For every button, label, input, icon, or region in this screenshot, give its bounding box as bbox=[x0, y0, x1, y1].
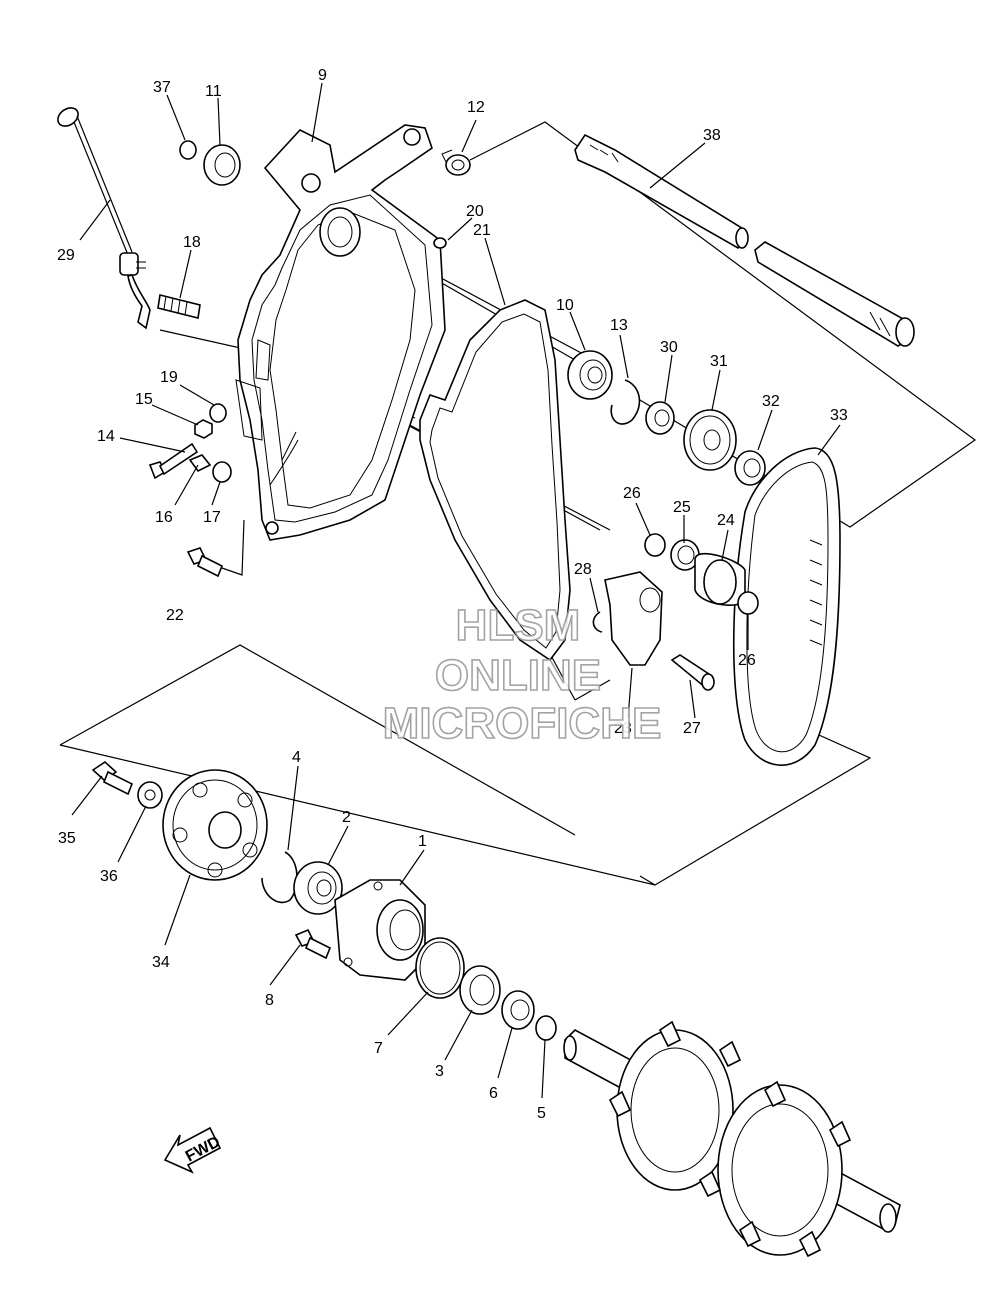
callout-22: 22 bbox=[166, 607, 184, 624]
part-28-circlip bbox=[592, 611, 603, 633]
part-29-dipstick bbox=[57, 107, 151, 330]
part-22-bolt bbox=[186, 519, 245, 578]
callout-31: 31 bbox=[710, 353, 728, 370]
part-9-chaincase-housing bbox=[235, 124, 446, 541]
reference-frame-lower bbox=[59, 644, 872, 886]
callout-21: 21 bbox=[473, 222, 491, 239]
part-17-collar bbox=[212, 461, 232, 483]
callout-30: 30 bbox=[660, 339, 678, 356]
callout-1: 1 bbox=[418, 833, 427, 850]
part-24-roller bbox=[694, 552, 746, 606]
part-1-bearing-housing bbox=[334, 879, 426, 981]
part-38-shaft bbox=[574, 133, 915, 347]
callout-27: 27 bbox=[683, 720, 701, 737]
part-25-needle-bearing bbox=[670, 539, 700, 571]
part-26-washer-b bbox=[737, 591, 759, 615]
callout-8: 8 bbox=[265, 992, 274, 1009]
part-5-o-ring bbox=[535, 1015, 557, 1041]
callout-labels: 37 11 9 12 38 20 21 18 29 10 13 30 31 32… bbox=[57, 67, 848, 1122]
part-31-sprocket bbox=[683, 409, 737, 471]
part-4-circlip bbox=[261, 851, 298, 904]
part-23-tensioner-arm bbox=[604, 571, 663, 666]
callout-19: 19 bbox=[160, 369, 178, 386]
callout-35: 35 bbox=[58, 830, 76, 847]
callout-15: 15 bbox=[135, 391, 153, 408]
part-6-collar bbox=[501, 990, 535, 1030]
callout-9: 9 bbox=[318, 67, 327, 84]
part-21-gasket bbox=[419, 299, 571, 662]
part-20-dowel bbox=[433, 237, 447, 249]
watermark-line-3: MICROFICHE bbox=[383, 699, 662, 748]
callout-24: 24 bbox=[717, 512, 735, 529]
part-33-chain bbox=[732, 447, 841, 766]
part-36-washer bbox=[137, 781, 163, 809]
callout-18: 18 bbox=[183, 234, 201, 251]
part-2-bearing bbox=[293, 861, 343, 915]
callout-25: 25 bbox=[673, 499, 691, 516]
part-30-collar bbox=[645, 401, 675, 435]
part-26-washer-a bbox=[644, 533, 666, 557]
callout-20: 20 bbox=[466, 203, 484, 220]
part-3-oil-seal bbox=[459, 965, 501, 1015]
part-10-bearing bbox=[567, 350, 613, 400]
callout-5: 5 bbox=[537, 1105, 546, 1122]
part-27-bolt bbox=[670, 654, 715, 691]
watermark: HLSM ONLINE MICROFICHE bbox=[382, 600, 662, 749]
callout-32: 32 bbox=[762, 393, 780, 410]
part-34-gear bbox=[162, 769, 268, 881]
callout-4: 4 bbox=[292, 749, 301, 766]
part-16-bolt bbox=[188, 454, 212, 473]
callout-7: 7 bbox=[374, 1040, 383, 1057]
callout-11: 11 bbox=[205, 83, 222, 100]
callout-28: 28 bbox=[574, 561, 592, 578]
callout-17: 17 bbox=[203, 509, 221, 526]
callout-12: 12 bbox=[467, 99, 485, 116]
callout-34: 34 bbox=[152, 954, 170, 971]
fwd-direction-arrow: FWD bbox=[163, 1126, 223, 1174]
part-35-bolt bbox=[91, 760, 134, 796]
part-18-stud bbox=[157, 294, 201, 319]
callout-13: 13 bbox=[610, 317, 628, 334]
part-32-collar bbox=[734, 450, 766, 486]
callout-14: 14 bbox=[97, 428, 115, 445]
callout-3: 3 bbox=[435, 1063, 444, 1080]
callout-26-upper: 26 bbox=[623, 485, 641, 502]
callout-leader-lines bbox=[71, 82, 841, 1099]
callout-29: 29 bbox=[57, 247, 75, 264]
callout-23: 23 bbox=[614, 720, 632, 737]
callout-37: 37 bbox=[153, 79, 171, 96]
callout-6: 6 bbox=[489, 1085, 498, 1102]
part-13-circlip bbox=[610, 379, 641, 425]
callout-38: 38 bbox=[703, 127, 721, 144]
part-8-bolt bbox=[294, 928, 332, 960]
callout-10: 10 bbox=[556, 297, 574, 314]
callout-26-lower: 26 bbox=[738, 652, 756, 669]
part-12-plug bbox=[441, 149, 471, 176]
part-19-washer bbox=[209, 403, 227, 423]
part-15-nut bbox=[194, 419, 213, 439]
part-7-o-ring bbox=[415, 937, 465, 999]
part-11-oil-seal bbox=[203, 144, 241, 186]
part-37-o-ring bbox=[179, 140, 197, 160]
watermark-line-2: ONLINE bbox=[435, 651, 601, 700]
callout-16: 16 bbox=[155, 509, 173, 526]
drive-axle-assembly bbox=[563, 1020, 901, 1258]
watermark-line-1: HLSM bbox=[456, 601, 581, 650]
callout-2: 2 bbox=[342, 809, 351, 826]
callout-36: 36 bbox=[100, 868, 118, 885]
callout-33: 33 bbox=[830, 407, 848, 424]
